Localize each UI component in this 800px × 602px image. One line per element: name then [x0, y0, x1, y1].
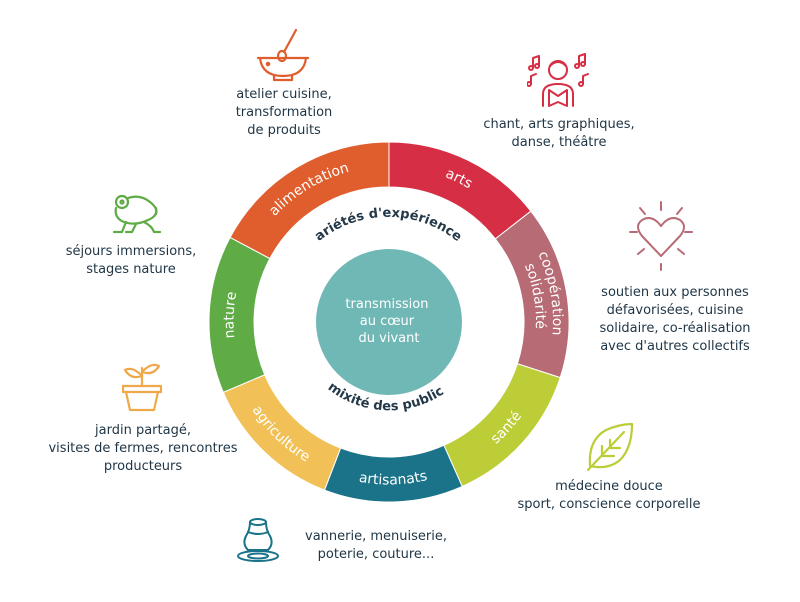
- center-circle: [316, 249, 462, 395]
- caption-alimentation: atelier cuisine, transformation de produ…: [221, 86, 347, 140]
- caption-agriculture-line: visites de fermes, rencontres: [48, 441, 238, 456]
- frog-icon: [112, 194, 162, 234]
- mixing-bowl-icon: [256, 28, 310, 82]
- caption-solidarite-line: soutien aux personnes: [601, 285, 749, 300]
- caption-artisanats: vannerie, menuiserie, poterie, couture..…: [286, 528, 466, 564]
- segment-label-text: nature: [221, 290, 240, 339]
- caption-alimentation-line: de produits: [247, 123, 321, 138]
- caption-nature: séjours immersions, stages nature: [46, 243, 216, 279]
- caption-agriculture: jardin partagé, visites de fermes, renco…: [36, 422, 250, 476]
- segment-nature: [208, 236, 271, 393]
- caption-solidarite: soutien aux personnes défavorisées, cuis…: [584, 284, 766, 356]
- segment-alimentation: [229, 141, 390, 260]
- caption-nature-line: stages nature: [86, 262, 176, 277]
- caption-agriculture-line: producteurs: [103, 459, 183, 474]
- caption-agriculture-line: jardin partagé,: [95, 423, 191, 438]
- center-label: transmission au cœur du vivant: [345, 297, 432, 346]
- center-line-2: au cœur: [360, 314, 415, 329]
- segment-label-artisanats: artisanats: [358, 468, 429, 488]
- caption-arts-line: danse, théâtre: [511, 135, 607, 150]
- caption-solidarite-line: solidaire, co-réalisation: [599, 321, 751, 336]
- caption-sante-line: sport, conscience corporelle: [517, 497, 701, 512]
- center-line-1: transmission: [345, 297, 428, 312]
- leaf-icon: [586, 422, 634, 472]
- caption-artisanats-line: poterie, couture...: [317, 547, 435, 562]
- singer-icon: [527, 53, 589, 107]
- caption-sante: médecine douce sport, conscience corpore…: [498, 478, 720, 514]
- center-line-3: du vivant: [359, 331, 420, 346]
- caption-alimentation-line: atelier cuisine,: [236, 87, 332, 102]
- caption-artisanats-line: vannerie, menuiserie,: [305, 529, 447, 544]
- segment-label-text: artisanats: [358, 468, 429, 488]
- caption-arts-line: chant, arts graphiques,: [483, 117, 635, 132]
- caption-nature-line: séjours immersions,: [65, 244, 197, 259]
- caption-solidarite-line: avec d'autres collectifs: [600, 339, 750, 354]
- caption-alimentation-line: transformation: [235, 105, 333, 120]
- plant-pot-icon: [121, 363, 163, 412]
- heart-icon: [629, 201, 693, 271]
- segment-arts: [388, 141, 532, 240]
- caption-solidarite-line: défavorisées, cuisine: [606, 303, 744, 318]
- caption-sante-line: médecine douce: [555, 479, 663, 494]
- pottery-icon: [237, 518, 279, 562]
- caption-arts: chant, arts graphiques, danse, théâtre: [468, 116, 650, 152]
- segment-label-nature: nature: [221, 290, 240, 339]
